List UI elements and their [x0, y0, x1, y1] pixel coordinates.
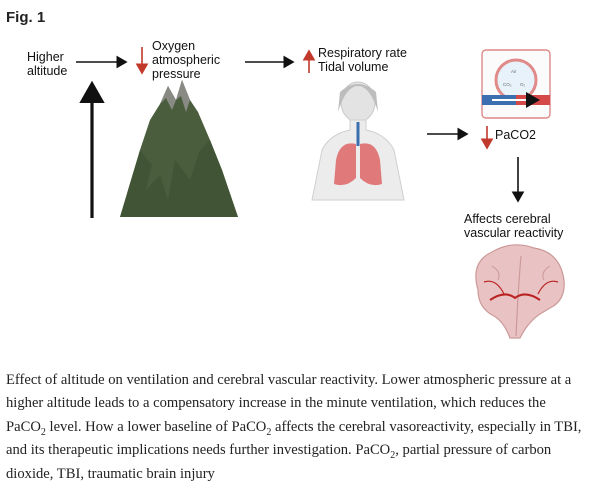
- caption-part-3: affects the cerebral vasoreactivity, esp…: [6, 418, 582, 459]
- caption-part-2: level. How a lower baseline of PaCO: [45, 418, 267, 435]
- higher-altitude-label: Higher altitude: [27, 50, 67, 78]
- respiratory-line-1: Respiratory rate: [318, 46, 407, 60]
- alveolus-air-label: Air: [511, 69, 517, 74]
- caption-part-4: , partial pressure of carbon dioxide, TB…: [6, 442, 552, 482]
- human-torso-icon: [311, 81, 405, 201]
- respiratory-line-2: Tidal volume: [318, 60, 389, 74]
- higher-altitude-line-2: altitude: [27, 64, 68, 78]
- oxygen-pressure-label: Oxygen atmospheric pressure: [152, 39, 220, 81]
- oxygen-pressure-line-3: pressure: [152, 67, 201, 81]
- alveolus-o2-label: O₂: [520, 82, 526, 87]
- alveolus-icon: [481, 49, 551, 119]
- alveolus-co2-label: CO₂: [503, 82, 512, 87]
- caption-sub-2: 2: [266, 426, 272, 438]
- diagram-canvas: Air CO₂ O₂: [76, 47, 565, 339]
- caption-sub-1: 2: [40, 426, 46, 438]
- respiratory-label: Respiratory rate Tidal volume: [318, 46, 407, 74]
- caption-sub-3: 2: [390, 450, 396, 462]
- mountain-icon: [120, 80, 238, 217]
- brain-icon: [475, 244, 565, 339]
- caption-part-1: Effect of altitude on ventilation and ce…: [6, 372, 572, 435]
- affects-line-1: Affects cerebral: [464, 212, 551, 226]
- higher-altitude-line-1: Higher: [27, 50, 64, 64]
- affects-label: Affects cerebral vascular reactivity: [464, 212, 563, 240]
- paco2-label: PaCO2: [495, 128, 536, 142]
- oxygen-pressure-line-1: Oxygen: [152, 39, 196, 53]
- figure-caption: Effect of altitude on ventilation and ce…: [6, 369, 586, 486]
- affects-line-2: vascular reactivity: [464, 226, 564, 240]
- oxygen-pressure-line-2: atmospheric: [152, 53, 221, 67]
- figure-label: Fig. 1: [6, 9, 46, 26]
